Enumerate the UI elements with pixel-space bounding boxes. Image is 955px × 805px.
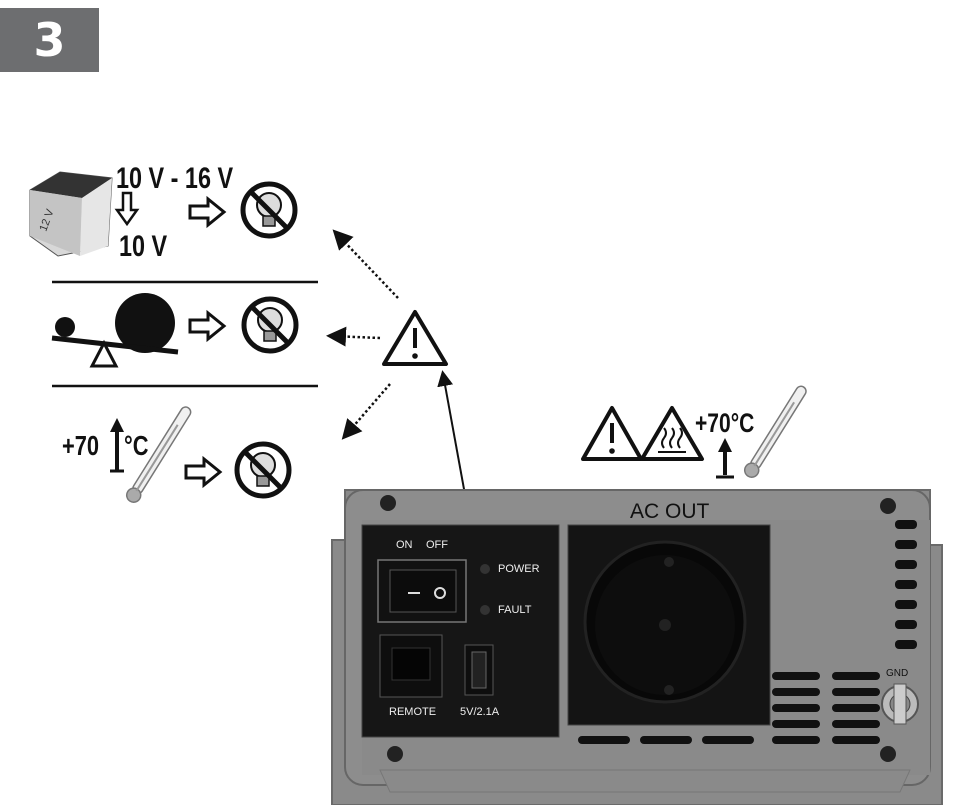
hollow-arrow-icon	[188, 311, 226, 341]
screw	[380, 495, 896, 762]
fault-led	[480, 605, 490, 615]
dotted-arrow	[341, 383, 391, 440]
up-arrow-icon	[110, 418, 124, 473]
temperature-value: +70	[62, 430, 100, 461]
inverter-device	[331, 489, 943, 805]
dotted-arrow	[326, 326, 381, 347]
no-light-icon	[244, 299, 296, 351]
remote-port-label: REMOTE	[389, 706, 437, 718]
max-temperature-label: +70°C	[695, 408, 755, 438]
thermometer-icon	[743, 385, 807, 478]
thermometer-icon	[125, 406, 192, 503]
overload-seesaw-icon	[51, 293, 179, 368]
switch-off-label: OFF	[426, 539, 448, 551]
fault-led-label: FAULT	[498, 604, 532, 616]
step-number-badge: 3	[0, 8, 99, 72]
switch-on-label: ON	[396, 539, 413, 551]
up-arrow-icon	[716, 438, 734, 479]
no-light-icon	[237, 444, 289, 496]
warning-icon	[382, 310, 448, 366]
switch-off-mark	[434, 587, 446, 599]
hollow-arrow-icon	[184, 457, 222, 487]
usb-port-label: 5V/2.1A	[460, 706, 500, 718]
battery-icon: 12 V	[29, 171, 113, 257]
ac-out-label: AC OUT	[630, 500, 710, 523]
power-led-label: POWER	[498, 563, 540, 575]
down-arrow-icon	[114, 191, 140, 227]
temperature-unit: °C	[124, 430, 149, 461]
warning-icon	[581, 406, 643, 461]
no-light-icon	[243, 184, 295, 236]
hollow-arrow-icon	[188, 197, 226, 227]
dotted-arrow	[332, 229, 399, 299]
power-led	[480, 564, 490, 574]
voltage-range-label: 10 V - 16 V	[116, 162, 234, 195]
voltage-cutoff-label: 10 V	[119, 230, 168, 263]
hot-surface-icon	[640, 406, 704, 461]
gnd-label: GND	[886, 668, 909, 679]
